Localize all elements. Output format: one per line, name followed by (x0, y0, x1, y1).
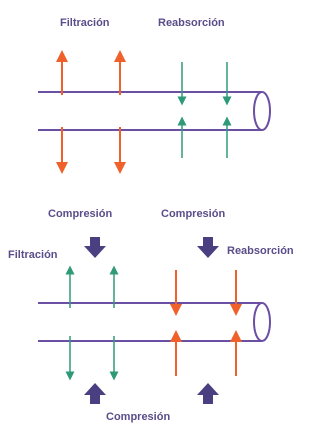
label-filtracion-bottom: Filtración (8, 249, 58, 261)
compression-arrow-down-left (84, 237, 106, 258)
bottom-green-arrows (65, 265, 119, 381)
bottom-orange-arrows (170, 270, 242, 376)
compression-arrow-down-right (197, 237, 219, 258)
top-reabsorption-arrows (177, 62, 232, 158)
bottom-tube (38, 302, 271, 342)
compression-arrow-up-right (197, 383, 219, 404)
label-reabsorcion-bottom: Reabsorción (227, 245, 294, 257)
label-compresion-left: Compresión (48, 208, 113, 220)
top-tube (38, 91, 271, 131)
compression-arrows (84, 237, 219, 404)
label-compresion-right: Compresión (161, 208, 226, 220)
label-reabsorcion-top: Reabsorción (158, 17, 225, 29)
label-filtracion-top: Filtración (60, 17, 110, 29)
label-compresion-bottom: Compresión (106, 411, 171, 423)
top-filtration-arrows (56, 50, 126, 174)
compression-arrow-up-left (84, 383, 106, 404)
